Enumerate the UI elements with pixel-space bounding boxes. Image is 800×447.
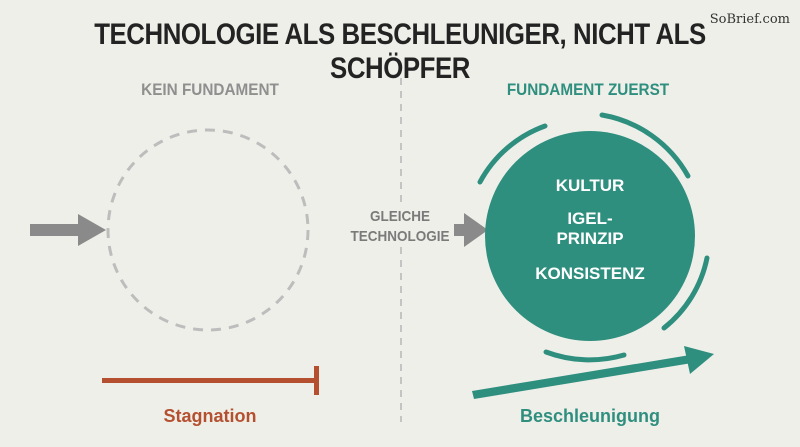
page-title: TECHNOLOGIE ALS BESCHLEUNIGER, NICHT ALS… (94, 18, 706, 85)
stagnation-bar (102, 366, 319, 395)
center-label: GLEICHE TECHNOLOGIE (346, 207, 454, 247)
empty-foundation-circle (106, 128, 310, 332)
item-culture: KULTUR (555, 176, 625, 195)
item-hedgehog-line1: IGEL- (567, 209, 613, 228)
item-consistency: KONSISTENZ (535, 264, 645, 283)
acceleration-label: Beschleunigung (519, 406, 660, 426)
momentum-arcs (477, 112, 710, 363)
left-heading: KEIN FUNDAMENT (141, 80, 279, 99)
acceleration-arrow (472, 346, 714, 399)
item-hedgehog-line2: PRINZIP (556, 229, 624, 248)
right-heading: FUNDAMENT ZUERST (506, 80, 670, 99)
stagnation-label: Stagnation (163, 406, 257, 426)
watermark: SoBrief.com (709, 12, 790, 27)
left-input-arrow (30, 214, 106, 246)
right-input-arrow (452, 213, 488, 247)
center-label-line1: GLEICHE (369, 208, 431, 225)
foundation-circle (485, 131, 695, 341)
center-label-line2: TECHNOLOGIE (350, 228, 450, 245)
